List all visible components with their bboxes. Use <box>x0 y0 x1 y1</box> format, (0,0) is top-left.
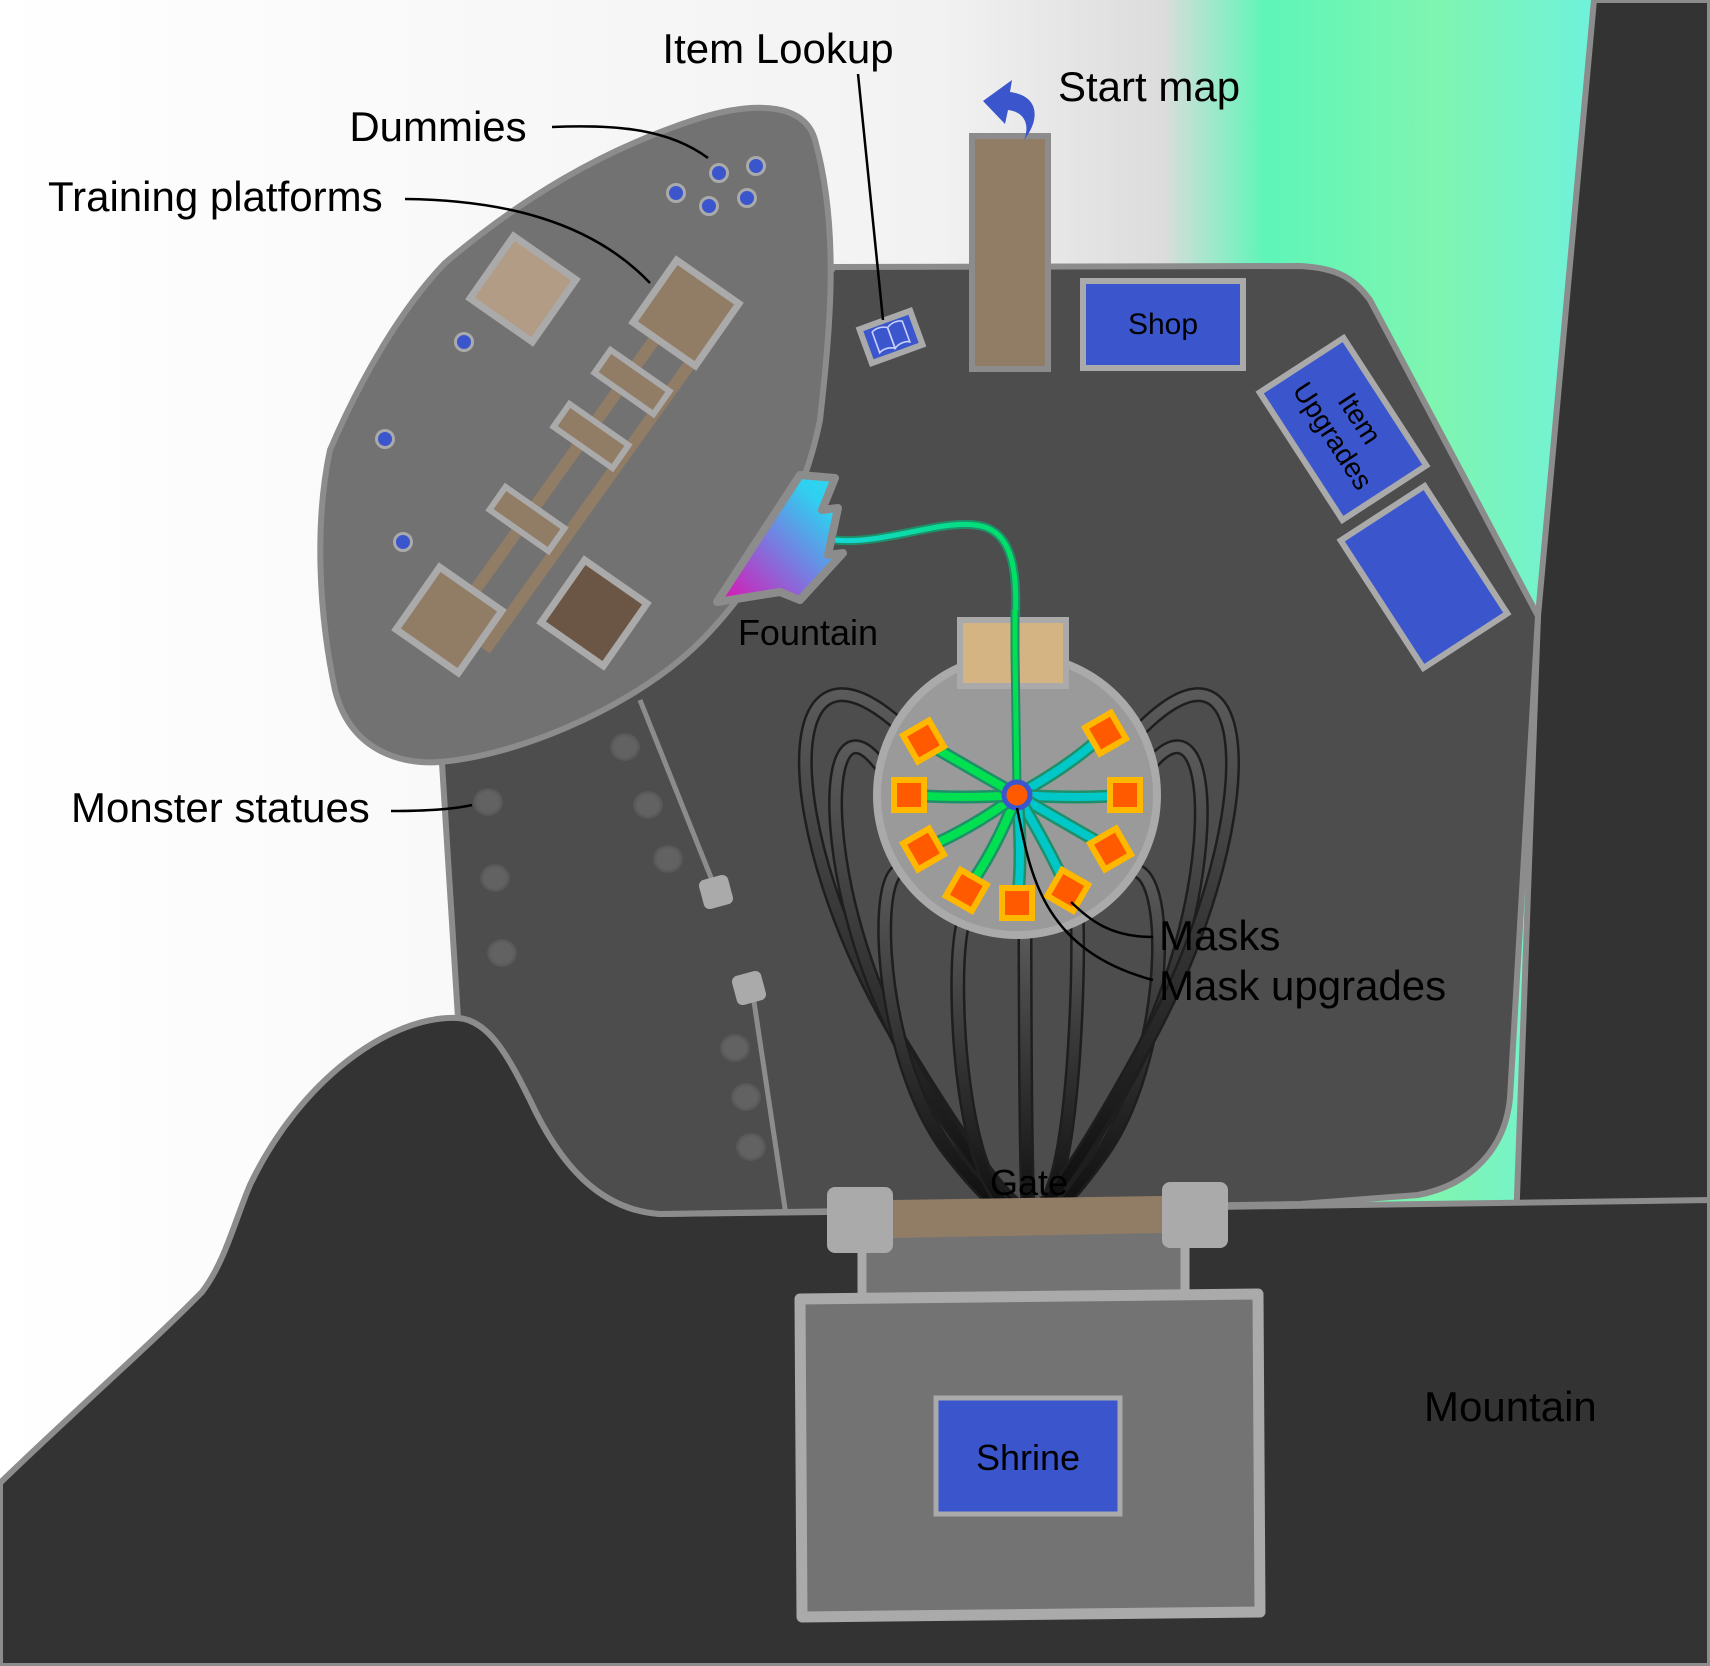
marker-dot <box>375 429 395 449</box>
upgrade-annex[interactable] <box>1336 481 1512 673</box>
item-upgrades-building[interactable] <box>1255 333 1431 525</box>
mask[interactable] <box>891 777 927 813</box>
mask[interactable] <box>1107 777 1143 813</box>
dummy[interactable] <box>699 196 719 216</box>
training-platforms[interactable] <box>391 231 744 678</box>
monster-statue[interactable] <box>473 788 503 816</box>
book-icon <box>871 320 912 355</box>
item-lookup-label: Item Lookup <box>662 25 893 72</box>
training-step[interactable] <box>549 399 633 473</box>
mask[interactable] <box>898 824 949 874</box>
training-platform[interactable] <box>536 555 652 671</box>
item-lookup[interactable] <box>855 307 927 367</box>
gate-post-right <box>1162 1182 1228 1248</box>
monster-statue[interactable] <box>736 1133 766 1161</box>
shop-label: Shop <box>1128 308 1198 341</box>
island-markers <box>375 332 474 552</box>
marker-dot <box>393 532 413 552</box>
gate-post-left <box>827 1187 893 1253</box>
gate-beam[interactable] <box>893 1196 1162 1238</box>
fountain-label: Fountain <box>738 612 878 653</box>
dummy[interactable] <box>746 156 766 176</box>
monster-statue[interactable] <box>653 845 683 873</box>
monster-statue[interactable] <box>720 1034 750 1062</box>
walkway-line <box>750 994 789 1216</box>
monster-statue[interactable] <box>487 939 517 967</box>
walkway-line <box>637 699 719 891</box>
training-platform[interactable] <box>391 562 507 678</box>
monster-statue[interactable] <box>610 733 640 761</box>
dummies-leader <box>551 125 709 160</box>
mask[interactable] <box>898 716 949 766</box>
training-rails <box>445 286 730 654</box>
masks-leader <box>1070 901 1154 939</box>
shrine-building[interactable] <box>933 1395 1123 1517</box>
mask[interactable] <box>1080 708 1131 758</box>
mask[interactable] <box>1043 865 1093 915</box>
mountain-label: Mountain <box>1424 1383 1597 1430</box>
dummy[interactable] <box>709 163 729 183</box>
dummy[interactable] <box>666 183 686 203</box>
fountain-pipe-over-inner <box>1012 610 1020 791</box>
start-map-label: Start map <box>1058 63 1240 110</box>
mask-upgrades-leader <box>1015 807 1154 982</box>
monster-statue[interactable] <box>731 1083 761 1111</box>
item-lookup-leader <box>856 73 885 321</box>
shrine-label: Shrine <box>976 1437 1080 1478</box>
pillar <box>731 970 767 1006</box>
training-platforms-label: Training platforms <box>48 173 383 220</box>
masks-label: Masks <box>1159 912 1280 959</box>
dummy[interactable] <box>737 188 757 208</box>
training-platform[interactable] <box>628 255 744 371</box>
training-step[interactable] <box>590 345 674 419</box>
mask[interactable] <box>999 885 1035 921</box>
mask-upgrades-label: Mask upgrades <box>1159 962 1446 1009</box>
shop-building[interactable] <box>1080 278 1246 371</box>
training-platforms-leader <box>404 197 651 284</box>
training-platform[interactable] <box>465 231 581 347</box>
monster-statues[interactable] <box>473 733 766 1161</box>
monster-statue[interactable] <box>480 864 510 892</box>
curved-arrow-icon[interactable] <box>983 80 1035 140</box>
mask[interactable] <box>941 865 991 915</box>
pillar <box>698 874 734 910</box>
dummies[interactable] <box>666 156 766 216</box>
mask-hub[interactable] <box>1001 779 1033 811</box>
monster-statue[interactable] <box>633 791 663 819</box>
start-map-pad[interactable] <box>969 133 1051 372</box>
mask[interactable] <box>1085 824 1136 874</box>
fountain[interactable] <box>713 471 847 606</box>
monster-statues-leader <box>390 803 473 813</box>
marker-dot <box>454 332 474 352</box>
training-step[interactable] <box>485 482 569 556</box>
dummies-label: Dummies <box>349 103 526 150</box>
monster-statues-label: Monster statues <box>71 784 370 831</box>
gate-label: Gate <box>990 1162 1068 1203</box>
masks[interactable] <box>891 708 1143 921</box>
